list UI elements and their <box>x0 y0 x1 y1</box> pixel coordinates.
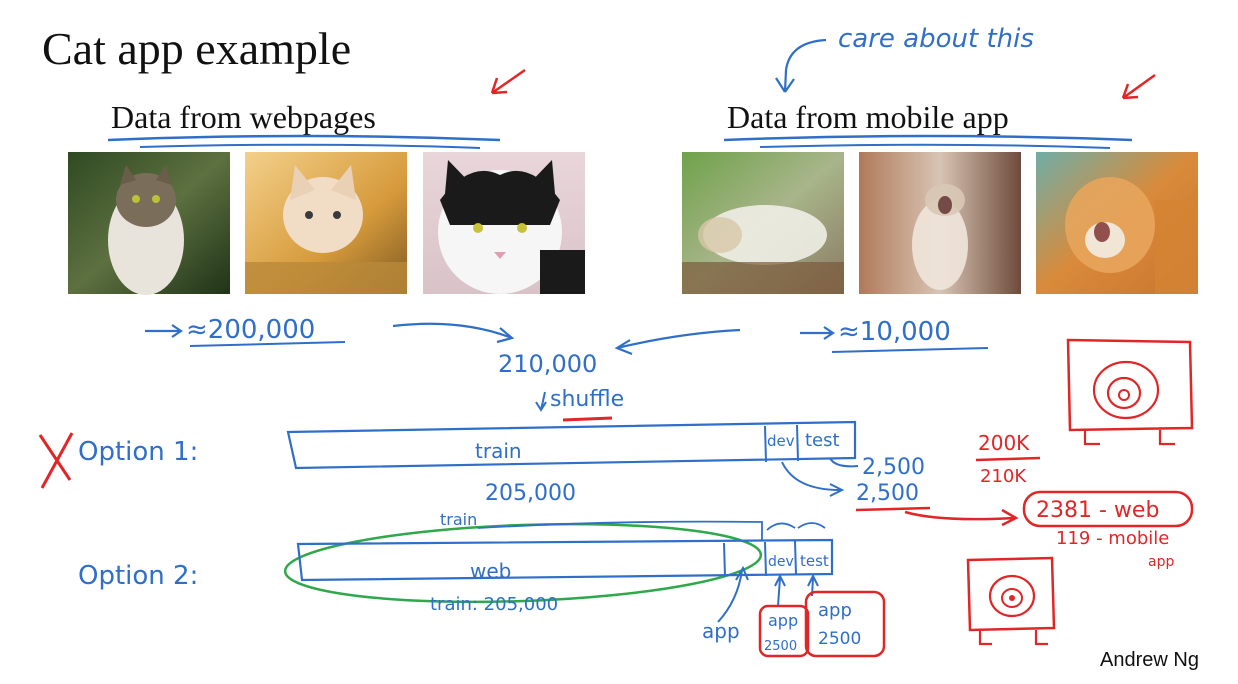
option2-app-label: app <box>702 619 740 643</box>
option1-test-size: 2,500 <box>862 455 925 480</box>
option1-test-arrow <box>829 457 859 468</box>
mobile-data-heading: Data from mobile app <box>727 99 1009 135</box>
mobile-photo-1 <box>682 152 844 294</box>
shuffle-note: shuffle <box>550 387 624 412</box>
breakdown-web-box <box>1022 490 1194 528</box>
breakdown-red-arrow <box>904 508 1019 527</box>
web-count-arrow <box>145 324 183 338</box>
mobile-heading-underline <box>723 134 1133 142</box>
app-arrow <box>717 565 749 623</box>
option1-label: Option 1: <box>78 437 198 467</box>
web-count-underline <box>189 341 346 347</box>
web-heading-underline-2 <box>139 143 481 149</box>
slide-title: Cat app example <box>42 23 351 74</box>
shuffle-red-underline <box>562 416 613 422</box>
web-to-total-arrow <box>392 322 515 344</box>
option2-bar <box>296 520 834 582</box>
mobile-to-total-arrow <box>614 328 741 356</box>
mobile-count-arrow <box>800 326 835 340</box>
option2-dev-label: dev <box>768 554 794 570</box>
dev-app-size: 2500 <box>764 639 797 654</box>
test-app-label: app <box>818 600 852 621</box>
option1-red-x <box>38 432 74 489</box>
mobile-heading-underline-2 <box>759 143 1111 149</box>
dev-app-arrow <box>774 573 786 607</box>
ratio-top: 200K <box>978 431 1030 455</box>
test-app-box <box>804 590 886 658</box>
web-data-heading: Data from webpages <box>111 99 376 135</box>
option1-dev-size: 2,500 <box>856 481 919 506</box>
web-photo-1 <box>68 152 230 295</box>
target-icon-large <box>1066 338 1194 446</box>
option1-train-size: 205,000 <box>485 481 576 506</box>
mobile-red-arrow <box>1121 73 1156 100</box>
care-arrow <box>775 38 827 93</box>
breakdown-web: 2381 - web <box>1036 498 1159 523</box>
dev-size-red-underline <box>855 506 931 512</box>
author-name: Andrew Ng <box>1100 649 1199 671</box>
dev-app-box <box>758 604 810 658</box>
web-count: ≈200,000 <box>186 315 315 345</box>
web-photo-2 <box>245 152 407 294</box>
option1-test-label: test <box>805 430 840 451</box>
option2-train-size: train: 205,000 <box>430 594 558 615</box>
web-heading-underline <box>107 134 501 142</box>
web-photo-3 <box>423 152 585 294</box>
option1-dev-label: dev <box>767 432 795 450</box>
total-count: 210,000 <box>498 350 597 378</box>
option2-test-label: test <box>800 552 829 570</box>
mobile-count: ≈10,000 <box>838 317 951 347</box>
option1-bar <box>286 420 857 470</box>
mobile-photo-3 <box>1036 152 1198 294</box>
option1-dev-arrow <box>781 461 845 497</box>
option2-label: Option 2: <box>78 561 198 591</box>
option1-train-label: train <box>475 439 522 463</box>
option2-train-tag: train <box>440 510 477 529</box>
option2-web-label: web <box>470 559 511 583</box>
target-icon-small <box>966 556 1056 646</box>
shuffle-arrow <box>535 391 547 412</box>
test-app-size: 2500 <box>818 629 861 649</box>
ratio-line <box>975 456 1041 462</box>
care-note: care about this <box>838 24 1034 54</box>
web-red-arrow <box>490 68 526 95</box>
breakdown-mobile: 119 - mobile <box>1056 528 1169 549</box>
dev-app-label: app <box>768 611 798 630</box>
ratio-bottom: 210K <box>980 466 1027 487</box>
breakdown-mobile-suffix: app <box>1148 554 1174 570</box>
mobile-count-underline <box>831 347 989 353</box>
mobile-photo-2 <box>859 152 1021 294</box>
